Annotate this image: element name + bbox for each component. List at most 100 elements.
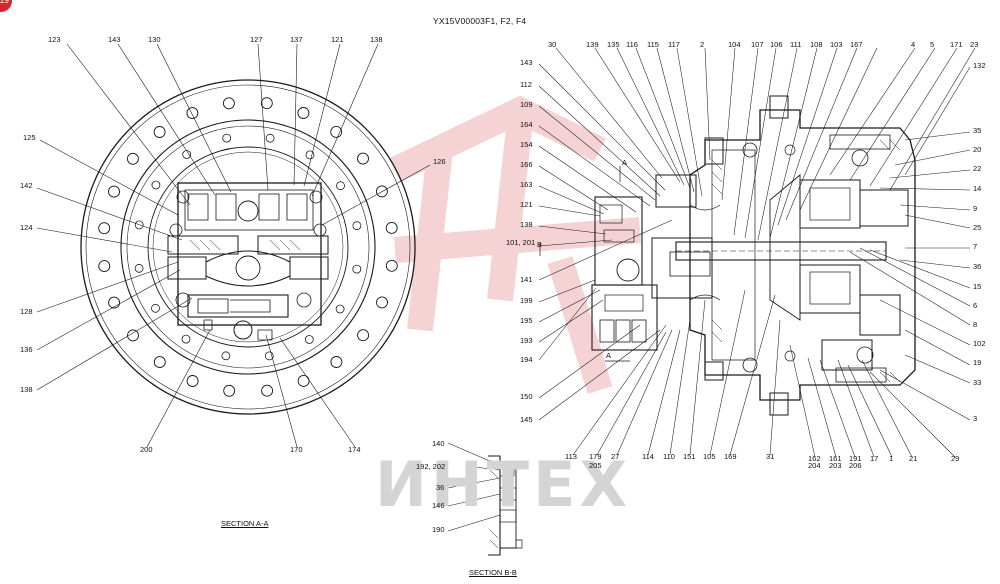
section-a-a-callout: 174 <box>348 445 361 454</box>
bolt-hole <box>223 384 236 397</box>
main-section-callout: 143 <box>520 58 533 67</box>
main-section-callout: 163 <box>520 180 533 189</box>
bolt-hole <box>181 334 191 344</box>
bolt-hole <box>153 356 166 369</box>
main-section-callout: 101, 201 <box>506 238 536 247</box>
main-section-callout: 145 <box>520 415 533 424</box>
main-section-callout: 110 <box>663 452 675 461</box>
main-section-right-callout: 3 <box>973 414 978 423</box>
main-section-callout: 166 <box>520 160 533 169</box>
main-section-callout: 205 <box>589 461 602 470</box>
bolt-hole <box>297 374 310 387</box>
main-section-right-callout: 9 <box>973 204 978 213</box>
main-section-callout: 31 <box>766 452 775 461</box>
section-a-a-callout: 128 <box>20 307 33 316</box>
bolt-hole <box>330 356 343 368</box>
section-marker-b: B <box>537 240 543 249</box>
main-section-callout: 139 <box>586 40 599 49</box>
main-section-callout: 27 <box>611 452 620 461</box>
section-b-b-drawing <box>488 455 523 556</box>
section-a-a-callout: 124 <box>20 223 33 232</box>
main-section-callout: 111 <box>790 40 802 49</box>
main-section-right-callout: 204 <box>808 461 821 470</box>
main-section-callout: 107 <box>751 40 764 49</box>
main-section-callout: 2 <box>700 40 705 49</box>
main-section-right-callout: 171 <box>950 40 963 49</box>
section-a-a-drawing <box>80 79 416 415</box>
main-section-right-callout: 14 <box>973 184 982 193</box>
section-a-a-callout: 138 <box>20 385 33 394</box>
main-section-callout: 194 <box>520 355 533 364</box>
leader-lines-left <box>36 43 431 448</box>
main-section-right-callout: 5 <box>930 40 935 49</box>
section-a-a-callout: 200 <box>140 445 153 454</box>
bolt-hole <box>336 181 345 191</box>
main-section-callout: 106 <box>770 40 783 49</box>
section-a-a-callout: 142 <box>20 181 33 190</box>
section-a-a-callout: 136 <box>20 345 33 354</box>
section-marker-a-bottom: A <box>606 351 612 360</box>
main-section-right-callout: 191 <box>849 454 862 463</box>
section-a-a-callout: 125 <box>23 133 36 142</box>
bolt-hole <box>261 384 274 397</box>
bolt-hole <box>186 375 199 387</box>
bolt-hole <box>151 303 160 313</box>
bolt-hole <box>151 180 161 190</box>
bolt-hole <box>260 97 273 110</box>
bolt-hole <box>330 125 343 138</box>
main-section-callout: 151 <box>683 452 696 461</box>
main-section-callout: 103 <box>830 40 843 49</box>
main-section-callout: 164 <box>520 120 533 129</box>
bolt-hole <box>182 150 192 159</box>
bolt-hole <box>352 221 362 231</box>
main-section-right-callout: 33 <box>973 378 982 387</box>
bolt-hole <box>357 152 369 165</box>
main-section-callout: 117 <box>668 40 680 49</box>
section-a-a-callout: 143 <box>108 35 121 44</box>
main-section-callout: 109 <box>520 100 533 109</box>
section-a-a-callout: 137 <box>290 35 303 44</box>
main-section-callout: 104 <box>728 40 741 49</box>
section-a-a-caption: SECTION A-A <box>221 519 269 528</box>
bolt-hole <box>186 107 199 120</box>
bolt-hole <box>127 329 139 342</box>
main-section-callout: 114 <box>642 452 654 461</box>
section-b-b-callout: 146 <box>432 501 445 510</box>
main-section-right-callout: 21 <box>909 454 918 463</box>
main-section-right-callout: 25 <box>973 223 982 232</box>
main-section-right-callout: 4 <box>911 40 916 49</box>
main-section-callout: 141 <box>520 275 533 284</box>
bolt-hole <box>221 351 231 361</box>
bolt-hole <box>222 133 232 143</box>
main-section-right-callout: 20 <box>973 145 982 154</box>
main-section-drawing <box>539 95 916 416</box>
bolt-hole <box>385 221 398 234</box>
main-section-callout: 150 <box>520 392 533 401</box>
main-section-right-callout: 161 <box>829 454 842 463</box>
main-section-callout: 113 <box>565 452 577 461</box>
section-a-a-callout: 130 <box>148 35 161 44</box>
bolt-hole <box>305 150 315 160</box>
bolt-hole <box>297 107 310 119</box>
bolt-hole <box>153 126 166 138</box>
section-b-b-callout: 140 <box>432 439 445 448</box>
bolt-hole <box>304 335 314 344</box>
main-section-callout: 193 <box>520 336 533 345</box>
main-section-right-callout: 206 <box>849 461 862 470</box>
leader-lines-middle <box>538 47 878 456</box>
main-section-callout: 105 <box>703 452 716 461</box>
main-section-right-callout: 23 <box>970 40 979 49</box>
section-a-a-callout: 123 <box>48 35 61 44</box>
bolt-hole <box>335 304 345 314</box>
bolt-hole <box>357 329 370 342</box>
main-section-right-callout: 132 <box>973 61 986 70</box>
main-section-callout: 169 <box>724 452 737 461</box>
main-section-right-callout: 36 <box>973 262 982 271</box>
bolt-hole <box>108 185 120 198</box>
main-section-right-callout: 7 <box>973 242 978 251</box>
main-section-right-callout: 162 <box>808 454 821 463</box>
main-section-right-callout: 22 <box>973 164 982 173</box>
bolt-hole <box>265 133 275 143</box>
